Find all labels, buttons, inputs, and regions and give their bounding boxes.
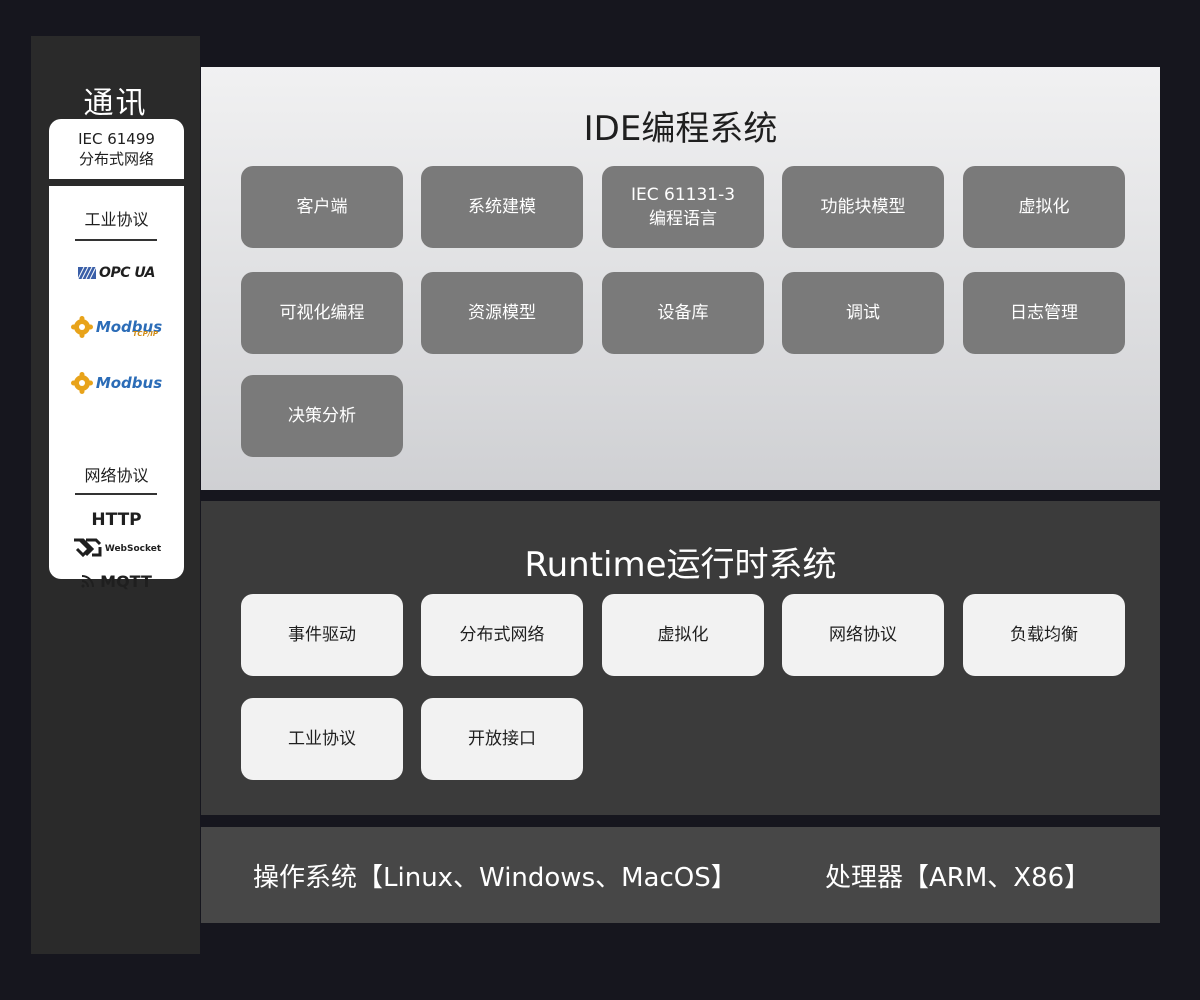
runtime-item-network-protocol: 网络协议 [782, 594, 944, 676]
ide-item-virtualization: 虚拟化 [963, 166, 1125, 248]
ide-item-client: 客户端 [241, 166, 403, 248]
runtime-item-label: 虚拟化 [657, 625, 709, 645]
runtime-section: Runtime运行时系统 事件驱动 分布式网络 虚拟化 网络协议 负载均衡 工业… [201, 501, 1160, 815]
modbus-gear-icon [70, 372, 93, 394]
sidebar-title: 通讯 [83, 86, 148, 121]
ide-item-debug: 调试 [782, 272, 944, 354]
modbus-label: Modbus [95, 374, 163, 392]
industrial-protocol-heading: 工业协议 [84, 210, 149, 229]
runtime-item-label: 开放接口 [468, 729, 536, 749]
websocket-logo: WebSocket [49, 536, 184, 562]
runtime-item-distributed-network: 分布式网络 [421, 594, 583, 676]
ide-item-device-library: 设备库 [602, 272, 764, 354]
protocol-card: 工业协议 OPC UA Modbus TCP/IP [49, 186, 184, 591]
ide-item-label: 虚拟化 [1018, 197, 1070, 217]
mqtt-signal-icon [81, 575, 95, 588]
ide-item-label: 决策分析 [288, 406, 356, 426]
ide-item-label: 系统建模 [468, 197, 536, 217]
runtime-item-label: 分布式网络 [459, 625, 545, 645]
runtime-item-load-balancing: 负载均衡 [963, 594, 1125, 676]
ide-item-decision-analysis: 决策分析 [241, 375, 403, 457]
ide-item-label: 设备库 [657, 303, 709, 323]
iec-61499-sublabel: 分布式网络 [78, 150, 154, 168]
runtime-item-label: 事件驱动 [288, 625, 356, 645]
ide-title: IDE编程系统 [583, 109, 778, 149]
industrial-divider [75, 239, 157, 241]
ide-item-label: 可视化编程 [279, 303, 365, 323]
ide-item-label: 功能块模型 [820, 197, 906, 217]
ide-item-resource-model: 资源模型 [421, 272, 583, 354]
websocket-label: WebSocket [104, 544, 162, 554]
runtime-item-label: 工业协议 [288, 729, 356, 749]
modbus-tcp-sublabel: TCP/IP [132, 330, 158, 338]
runtime-item-label: 网络协议 [829, 625, 897, 645]
iec-61499-label: IEC 61499 [78, 130, 155, 148]
runtime-item-event-driven: 事件驱动 [241, 594, 403, 676]
websocket-icon [73, 538, 102, 558]
communication-sidebar: 通讯 IEC 61499 分布式网络 工业协议 OPC UA Modbus [31, 36, 200, 954]
ide-section: IDE编程系统 客户端 系统建模 IEC 61131-3 编程语言 功能块模型 … [201, 67, 1160, 490]
ide-item-label: IEC 61131-3 [630, 185, 736, 205]
os-label: 操作系统【Linux、Windows、MacOS】 [253, 862, 737, 893]
opc-ua-icon [78, 267, 97, 279]
opc-ua-logo: OPC UA [49, 262, 184, 284]
cpu-label: 处理器【ARM、X86】 [825, 862, 1091, 893]
runtime-item-virtualization: 虚拟化 [602, 594, 764, 676]
runtime-title: Runtime运行时系统 [524, 545, 837, 585]
runtime-item-open-interface: 开放接口 [421, 698, 583, 780]
modbus-gear-icon [70, 316, 93, 338]
ide-item-visual-programming: 可视化编程 [241, 272, 403, 354]
ide-item-function-block: 功能块模型 [782, 166, 944, 248]
ide-item-label: 调试 [846, 303, 880, 323]
modbus-logo: Modbus [49, 369, 184, 397]
modbus-tcp-label: Modbus [95, 318, 163, 336]
http-label: HTTP [91, 510, 142, 530]
opc-ua-label: OPC UA [99, 265, 155, 281]
runtime-item-label: 负载均衡 [1010, 625, 1078, 645]
ide-item-log-management: 日志管理 [963, 272, 1125, 354]
network-protocol-heading: 网络协议 [84, 466, 149, 485]
ide-item-label: 资源模型 [468, 303, 536, 323]
ide-item-iec-61131: IEC 61131-3 编程语言 [602, 166, 764, 248]
ide-item-sublabel: 编程语言 [649, 209, 717, 229]
mqtt-logo: MQTT [49, 569, 184, 593]
iec-61499-card: IEC 61499 分布式网络 [49, 119, 184, 179]
platform-section: 操作系统【Linux、Windows、MacOS】 处理器【ARM、X86】 [201, 827, 1160, 923]
modbus-tcp-logo: Modbus TCP/IP [49, 312, 184, 342]
mqtt-label: MQTT [100, 571, 152, 591]
ide-item-system-modeling: 系统建模 [421, 166, 583, 248]
network-divider [75, 493, 157, 495]
ide-item-label: 客户端 [296, 197, 348, 217]
ide-item-label: 日志管理 [1010, 303, 1078, 323]
runtime-item-industrial-protocol: 工业协议 [241, 698, 403, 780]
